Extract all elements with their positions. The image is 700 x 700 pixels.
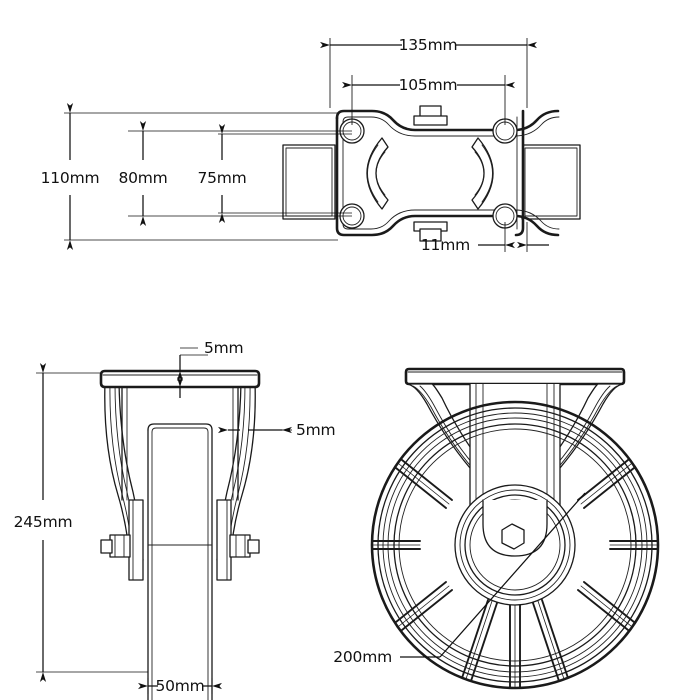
dim-edge-distance: 11mm: [421, 236, 549, 254]
front-view-spokes: [372, 451, 658, 688]
dim-label-bolt-spacing-width: 80mm: [118, 169, 167, 187]
top-view-left-arc-slot: [366, 137, 389, 210]
front-view-axle-nut: [501, 523, 525, 550]
dim-label-wheel-width: 50mm: [155, 677, 204, 695]
front-view-mounting-plate: [404, 367, 626, 386]
dim-bolt-spacing-length: 105mm: [342, 76, 515, 94]
side-view-mounting-plate: [99, 369, 261, 389]
top-view-right-leg: [521, 144, 581, 220]
dim-label-wheel-diameter: 200mm: [333, 648, 392, 666]
dim-label-edge-distance: 11mm: [421, 236, 470, 254]
dim-wheel-width: 50mm: [138, 677, 222, 695]
dim-plate-length: 135mm: [320, 36, 537, 54]
side-view-right-axle-nut: [229, 534, 260, 558]
front-view-diameter-leader: [400, 492, 586, 658]
dim-label-bolt-spacing-length: 105mm: [399, 76, 458, 94]
dim-slot-span: 75mm: [197, 124, 247, 223]
dim-overall-height: 245mm: [14, 363, 73, 682]
top-view-group: 135mm 105mm 110mm 80mm 75mm: [41, 36, 581, 254]
top-view-right-arc-slot: [471, 137, 494, 210]
dim-label-plate-width: 110mm: [41, 169, 100, 187]
top-view-left-leg: [282, 144, 336, 220]
dim-label-fork-arm-thickness: 5mm: [296, 421, 335, 439]
dim-fork-arm-thickness: 5mm: [218, 421, 336, 439]
dim-bolt-spacing-width: 80mm: [118, 121, 168, 226]
dim-label-slot-span: 75mm: [197, 169, 246, 187]
dim-plate-thickness: 5mm: [176, 339, 244, 398]
side-view-wheel-body: [147, 423, 213, 700]
dim-label-overall-height: 245mm: [14, 513, 73, 531]
side-view-fork-ribs: [121, 384, 239, 501]
dim-label-plate-length: 135mm: [399, 36, 458, 54]
side-view-left-axle-nut: [100, 534, 131, 558]
side-view-group: 245mm 5mm 5mm 50mm: [14, 339, 336, 700]
dim-label-plate-thickness: 5mm: [204, 339, 243, 357]
top-view-bottom-bolt: [413, 221, 448, 242]
top-view-top-bolt: [413, 105, 448, 126]
dim-plate-width: 110mm: [41, 103, 100, 250]
front-view-group: 200mm: [333, 367, 660, 690]
